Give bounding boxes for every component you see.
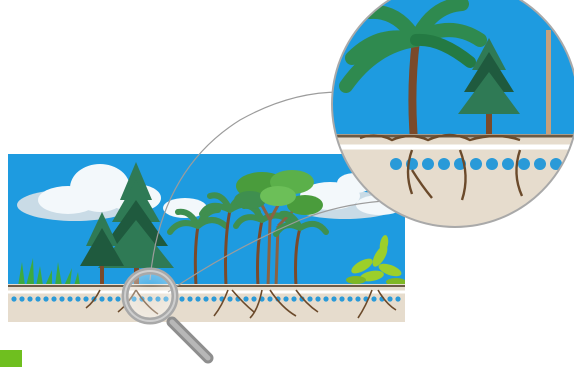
ground-strip [8,284,405,322]
zoom-thin-trunk [546,30,551,140]
accent-square [0,350,22,367]
water-droplets-row [11,296,400,301]
zoom-water-droplets [390,158,562,170]
main-forest-panel [8,154,406,322]
